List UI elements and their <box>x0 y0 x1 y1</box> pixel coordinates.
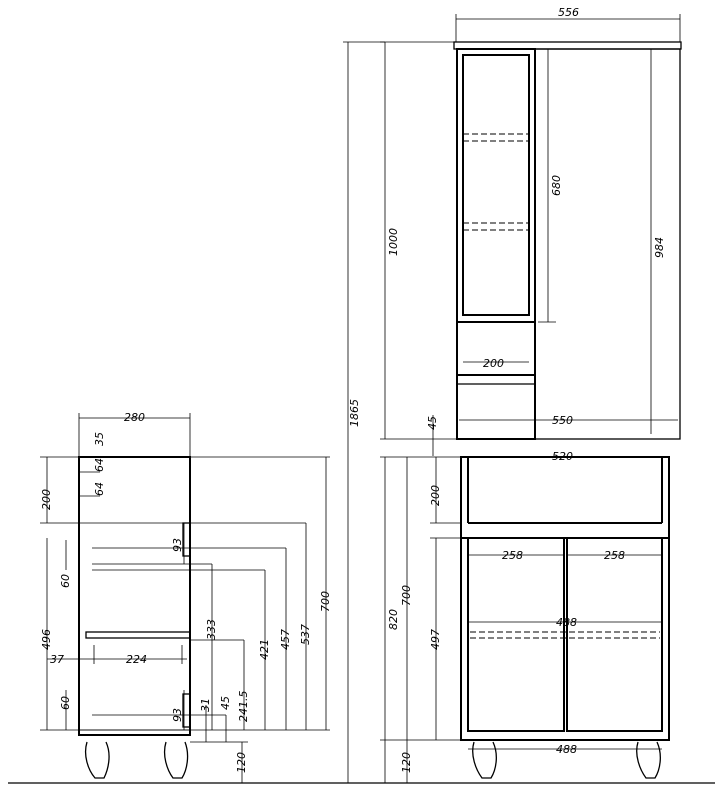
dim-984: 984 <box>653 237 666 258</box>
dim-258-right: 258 <box>604 549 625 562</box>
dim-120-side: 120 <box>235 752 248 773</box>
dim-280: 280 <box>124 411 145 424</box>
dim-421: 421 <box>258 639 271 660</box>
dim-496: 496 <box>40 629 53 650</box>
dim-60-a: 60 <box>59 574 72 588</box>
dim-241-5: 241.5 <box>237 691 250 723</box>
dim-258-left: 258 <box>502 549 523 562</box>
dim-37: 37 <box>50 653 64 666</box>
dim-93-a: 93 <box>171 538 184 552</box>
dim-680: 680 <box>550 175 563 196</box>
dim-45-side: 45 <box>219 696 232 710</box>
dim-45-top: 45 <box>426 416 439 430</box>
dim-200-front: 200 <box>429 485 442 506</box>
dim-31: 31 <box>199 698 212 712</box>
dim-497: 497 <box>429 629 442 650</box>
dim-556: 556 <box>558 6 579 19</box>
dim-64-b: 64 <box>93 482 106 496</box>
dim-488-shelf: 488 <box>556 616 577 629</box>
dim-488-bottom: 488 <box>556 743 577 756</box>
dim-93-b: 93 <box>171 708 184 722</box>
front-view: 520 258 258 488 488 820 70 <box>380 450 670 783</box>
overall-height-dim: 1865 <box>343 41 385 783</box>
upper-cabinet: 556 680 984 200 550 1000 <box>380 6 682 456</box>
dim-700-side: 700 <box>319 591 332 612</box>
dim-820: 820 <box>387 609 400 630</box>
dim-64-a: 64 <box>93 458 106 472</box>
dim-550: 550 <box>552 414 573 427</box>
dim-120-front: 120 <box>400 752 413 773</box>
dim-700-front: 700 <box>400 585 413 606</box>
dim-1000: 1000 <box>387 228 400 256</box>
dim-35: 35 <box>93 432 106 446</box>
dim-333: 333 <box>205 619 218 640</box>
dim-60-b: 60 <box>59 696 72 710</box>
dim-224: 224 <box>126 653 147 666</box>
dim-200-top: 200 <box>483 357 504 370</box>
side-view: 280 200 496 60 60 35 64 64 <box>40 411 332 783</box>
dim-537: 537 <box>299 624 312 645</box>
dim-1865: 1865 <box>348 399 361 427</box>
dim-457: 457 <box>279 629 292 650</box>
dim-200-side: 200 <box>40 489 53 510</box>
